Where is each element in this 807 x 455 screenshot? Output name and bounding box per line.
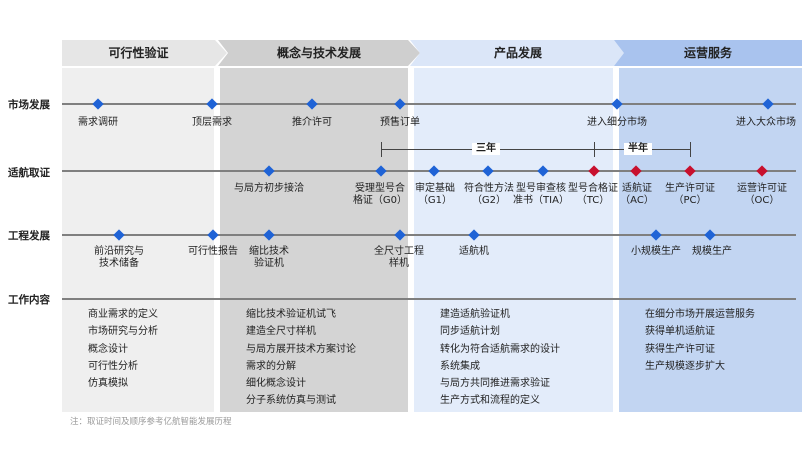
work-item: 可行性分析	[88, 360, 138, 372]
work-item: 商业需求的定义	[88, 309, 158, 320]
label-line: （G1）	[417, 195, 453, 206]
label-line: 受理型号合	[355, 183, 405, 194]
cert-milestone-label: 生产许可证 （PC）	[662, 183, 718, 207]
eng-milestone-label: 可行性报告	[188, 246, 238, 257]
work-item: 市场研究与分析	[88, 326, 158, 338]
market-milestone-label: 进入细分市场	[587, 117, 647, 128]
label-line: 准书（TIA）	[513, 195, 569, 206]
work-list-concept: 缩比技术验证机试飞 建造全尺寸样机 与局方展开技术方案讨论 需求的分解 细化概念…	[246, 306, 356, 410]
label-line: 型号审查核	[516, 183, 566, 194]
market-milestone-label: 预售订单	[380, 117, 420, 128]
cert-milestone-label: 与局方初步接洽	[234, 183, 304, 194]
chevron-shape	[614, 40, 802, 66]
eng-milestone-label: 缩比技术 验证机	[239, 246, 299, 270]
phase-title: 可行性验证	[108, 46, 169, 60]
phase-title: 产品发展	[493, 46, 542, 60]
work-list-operation: 在细分市场开展运营服务 获得单机适航证 获得生产许可证 生产规模逐步扩大	[645, 306, 755, 375]
label-line: 格证（G0）	[352, 195, 408, 206]
work-item: 建造全尺寸样机	[246, 326, 316, 338]
cert-milestone-label: 运营许可证 （OC）	[733, 183, 791, 207]
engineering-track	[62, 234, 796, 236]
chevron-shape	[218, 40, 420, 66]
row-label-market: 市场发展	[8, 99, 50, 111]
work-item: 分子系统仿真与测试	[246, 395, 336, 407]
label-line: （G2）	[471, 195, 507, 206]
work-item: 需求的分解	[246, 360, 296, 372]
eng-milestone-label: 规模生产	[692, 246, 732, 257]
duration-label-half-year: 半年	[624, 143, 652, 155]
work-item: 仿真模拟	[88, 378, 128, 390]
work-item: 细化概念设计	[246, 378, 306, 390]
label-line: 运营许可证	[737, 183, 787, 194]
market-milestone-label: 进入大众市场	[736, 117, 796, 128]
cert-milestone-label: 适航证 （AC）	[617, 183, 657, 207]
phase-title: 运营服务	[683, 46, 732, 60]
label-line: 缩比技术	[249, 246, 289, 257]
label-line: 技术储备	[99, 258, 139, 269]
work-item: 同步适航计划	[440, 326, 500, 338]
phase-title: 概念与技术发展	[276, 46, 361, 60]
cert-milestone-label: 审定基础 （G1）	[410, 183, 460, 207]
chevron-shape	[62, 40, 227, 66]
eng-milestone-label: 适航机	[459, 246, 489, 257]
row-label-work: 工作内容	[8, 294, 50, 306]
work-item: 概念设计	[88, 343, 128, 355]
cert-milestone-label: 受理型号合 格证（G0）	[345, 183, 415, 207]
label-line: 符合性方法	[464, 183, 514, 194]
chevron-shape	[410, 40, 626, 66]
eng-milestone-label: 全尺寸工程 样机	[366, 246, 432, 270]
label-line: （PC）	[673, 195, 707, 206]
market-track	[62, 103, 796, 105]
work-list-product: 建造适航验证机 同步适航计划 转化为符合适航需求的设计 系统集成 与局方共同推进…	[440, 306, 560, 410]
eng-milestone-label: 前沿研究与 技术储备	[84, 246, 154, 270]
label-line: 适航证	[622, 183, 652, 194]
work-item: 建造适航验证机	[440, 309, 510, 320]
label-line: 生产许可证	[665, 183, 715, 194]
phase-header-operation: 运营服务	[614, 40, 802, 66]
duration-label-three-years: 三年	[472, 143, 500, 155]
label-line: 审定基础	[415, 183, 455, 194]
work-track	[62, 298, 796, 300]
label-line: 验证机	[254, 258, 284, 269]
cert-milestone-label: 型号审查核 准书（TIA）	[513, 183, 569, 207]
work-item: 获得单机适航证	[645, 326, 715, 338]
label-line: 型号合格证	[568, 183, 618, 194]
label-line: 前沿研究与	[94, 246, 144, 257]
market-milestone-label: 顶层需求	[192, 117, 232, 128]
label-line: （TC）	[576, 195, 610, 206]
work-item: 与局方共同推进需求验证	[440, 378, 550, 390]
label-line: （AC）	[620, 195, 654, 206]
phase-header-product: 产品发展	[410, 40, 626, 66]
phase-bg-concept	[220, 68, 408, 412]
eng-milestone-label: 小规模生产	[631, 246, 681, 257]
work-item: 在细分市场开展运营服务	[645, 309, 755, 320]
phase-header-feasibility: 可行性验证	[62, 40, 227, 66]
label-line: 全尺寸工程	[374, 246, 424, 257]
bracket-tick	[690, 142, 691, 157]
work-item: 缩比技术验证机试飞	[246, 309, 336, 320]
market-milestone-label: 推介许可	[292, 117, 332, 128]
label-line: （OC）	[744, 195, 780, 206]
market-milestone-label: 需求调研	[78, 117, 118, 128]
row-label-engineering: 工程发展	[8, 230, 50, 242]
footnote: 注：取证时间及顺序参考亿航智能发展历程	[70, 417, 232, 427]
phase-bg-product	[414, 68, 613, 412]
cert-milestone-label: 符合性方法 （G2）	[461, 183, 517, 207]
row-label-cert: 适航取证	[8, 167, 50, 179]
work-item: 获得生产许可证	[645, 343, 715, 355]
work-item: 系统集成	[440, 360, 480, 372]
work-item: 转化为符合适航需求的设计	[440, 343, 560, 355]
bracket-tick	[381, 142, 382, 157]
phase-bg-feasibility	[62, 68, 214, 412]
cert-milestone-label: 型号合格证 （TC）	[567, 183, 619, 207]
work-item: 生产方式和流程的定义	[440, 395, 540, 407]
work-item: 与局方展开技术方案讨论	[246, 343, 356, 355]
work-list-feasibility: 商业需求的定义 市场研究与分析 概念设计 可行性分析 仿真模拟	[88, 306, 158, 392]
work-item: 生产规模逐步扩大	[645, 360, 725, 372]
label-line: 样机	[389, 258, 409, 269]
phase-header-concept: 概念与技术发展	[218, 40, 420, 66]
